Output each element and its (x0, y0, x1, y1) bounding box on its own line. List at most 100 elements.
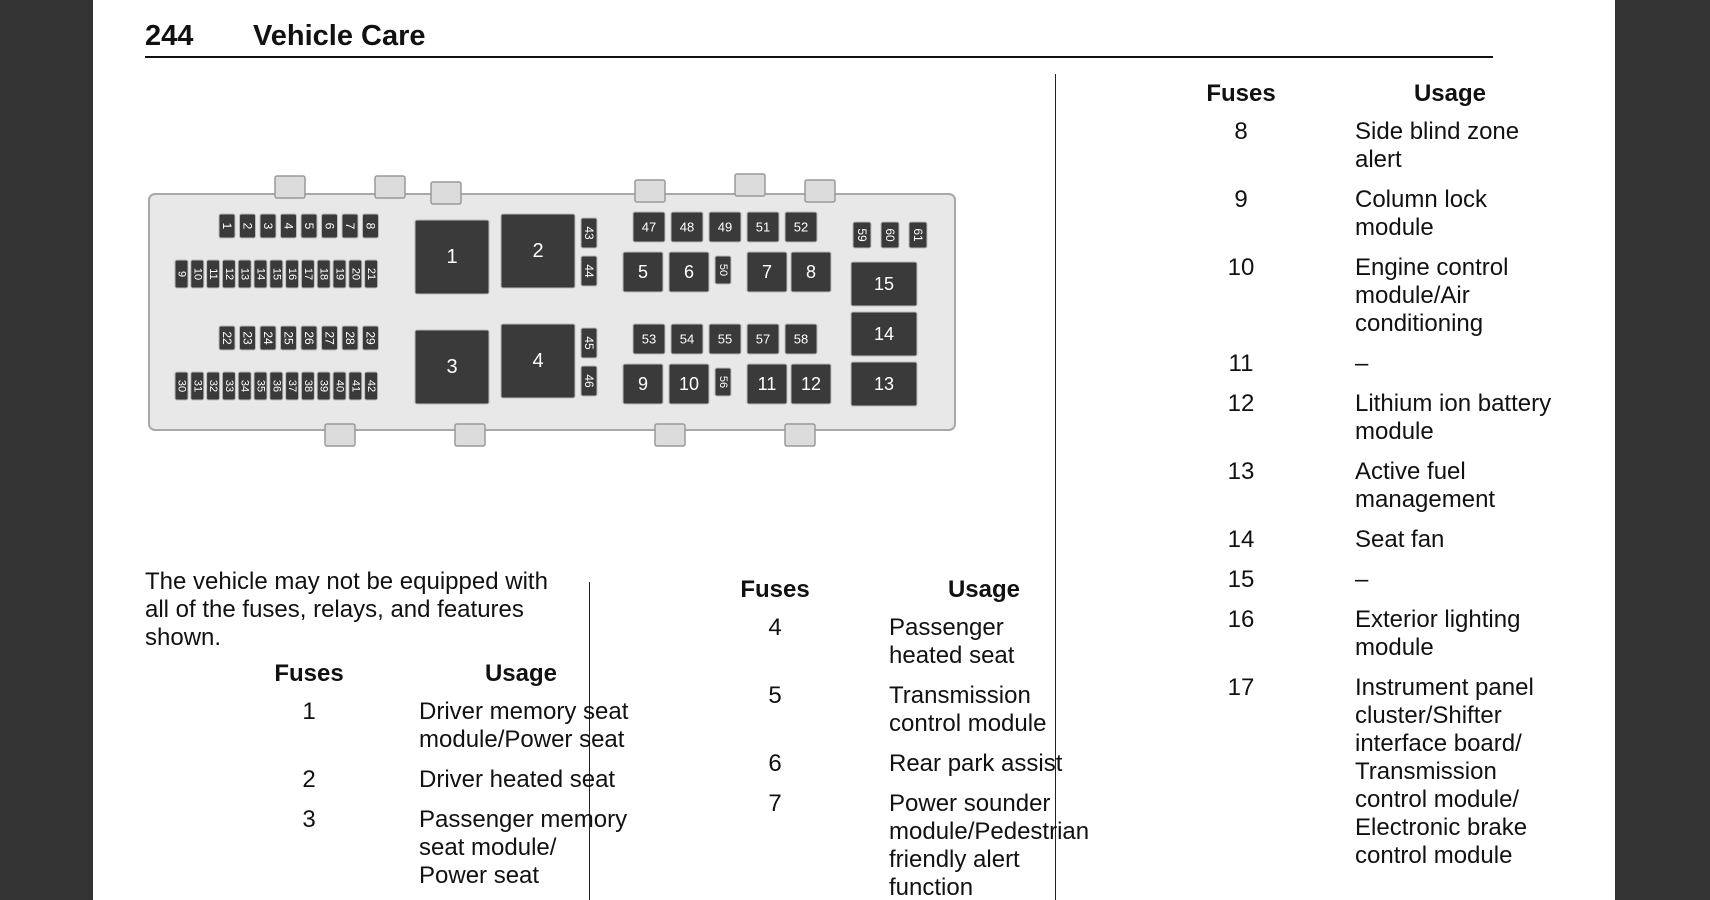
page-header: 244 Vehicle Care (145, 20, 1493, 58)
fuse-number: 12 (1227, 390, 1255, 417)
fuse-label: 13 (239, 268, 251, 280)
small-fuse (580, 365, 598, 397)
fuse-label: 6 (684, 262, 694, 282)
fuse-label: 12 (223, 268, 235, 280)
usage-line: conditioning (1355, 310, 1484, 337)
fuse-number: 5 (768, 682, 782, 709)
usage-column-header: Usage (947, 576, 1021, 603)
fuse-number: 8 (1234, 118, 1248, 145)
fuse-label: 53 (642, 332, 656, 347)
latch-tab (324, 423, 356, 447)
fuse-label: 6 (323, 223, 337, 230)
small-fuse (364, 371, 379, 401)
usage-line: Passenger (889, 614, 1004, 641)
small-fuse (316, 259, 331, 289)
usage-line: cluster/Shifter (1355, 702, 1502, 729)
fuse-label: 50 (717, 264, 729, 276)
usage-line: Engine control (1355, 254, 1509, 281)
small-fuse (218, 325, 236, 351)
fuse-label: 49 (718, 220, 732, 235)
usage-line: Driver memory seat (419, 698, 629, 725)
fuse-label: 57 (756, 332, 770, 347)
usage-line: module/Air (1355, 282, 1470, 309)
fuse-label: 52 (794, 220, 808, 235)
fuse-number: 6 (768, 750, 782, 777)
fuse-number: 3 (302, 806, 316, 833)
usage-line: control module (1355, 842, 1513, 869)
usage-line: heated seat (889, 642, 1015, 669)
fuse-label: 24 (261, 331, 275, 345)
fuse-number: 11 (1228, 350, 1254, 377)
usage-line: alert (1355, 146, 1402, 173)
fuse-label: 5 (638, 262, 648, 282)
small-fuse (253, 371, 268, 401)
small-fuse (269, 371, 284, 401)
fuse-label: 44 (582, 264, 596, 278)
fuse-label: 20 (349, 268, 361, 280)
mid-relay (668, 363, 710, 405)
fuse-label: 9 (176, 271, 188, 277)
fuse-label: 61 (911, 228, 925, 242)
small-fuse (259, 213, 277, 239)
fuse-number: 7 (768, 790, 782, 817)
fuse-label: 14 (874, 324, 894, 344)
mid-relay (746, 251, 788, 293)
mid-relay (790, 363, 832, 405)
fuse-label: 10 (679, 374, 699, 394)
small-fuse (670, 323, 704, 355)
small-fuse (237, 259, 252, 289)
fuse-usage: Rear park assist (849, 750, 1119, 778)
right-relay (850, 361, 918, 407)
fuse-usage: – (1315, 350, 1595, 378)
right-relay (850, 311, 918, 357)
small-fuse (174, 371, 189, 401)
small-fuse (280, 325, 297, 351)
small-fuse (285, 371, 300, 401)
right-relay (850, 261, 918, 307)
usage-line: module (1355, 634, 1434, 661)
fuse-label: 8 (806, 262, 816, 282)
usage-line: management (1355, 486, 1496, 513)
small-fuse (708, 211, 742, 243)
small-fuse (908, 221, 928, 249)
fuse-label: 1 (446, 246, 457, 268)
fuse-label: 36 (270, 380, 282, 392)
fuse-label: 11 (758, 374, 777, 394)
usage-line: Rear park assist (889, 750, 1063, 777)
usage-line: Passenger memory (419, 806, 628, 833)
fuse-label: 12 (801, 374, 821, 394)
small-fuse (348, 371, 363, 401)
fuse-label: 9 (638, 374, 648, 394)
large-relay (500, 323, 576, 399)
small-fuse (206, 259, 221, 289)
small-fuse (285, 259, 300, 289)
small-fuse (300, 371, 315, 401)
large-relay (414, 219, 490, 295)
fuse-usage: Seat fan (1315, 526, 1595, 554)
fuse-label: 31 (191, 380, 203, 392)
usage-column-header: Usage (484, 660, 558, 687)
fuse-label: 33 (223, 380, 235, 392)
fuse-label: 7 (762, 262, 772, 282)
fuse-label: 58 (794, 332, 808, 347)
small-fuse (332, 371, 347, 401)
fuse-label: 2 (241, 223, 255, 230)
small-fuse (580, 217, 598, 249)
small-fuse (221, 259, 236, 289)
small-fuse (316, 371, 331, 401)
fuse-label: 8 (364, 223, 378, 230)
fuse-label: 10 (191, 268, 203, 280)
